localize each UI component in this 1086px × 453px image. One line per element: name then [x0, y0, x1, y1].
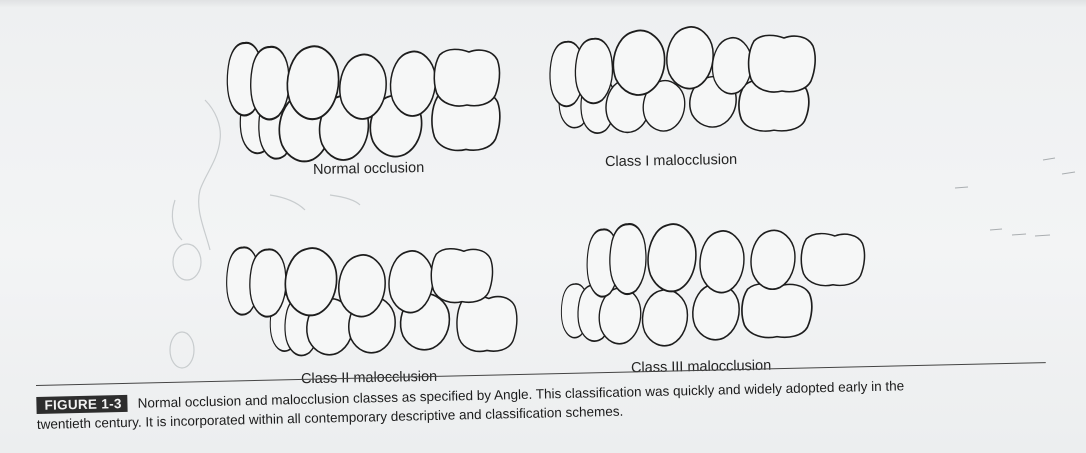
class-1-malocclusion-label: Class I malocclusion — [605, 152, 737, 170]
figure-number-badge: FIGURE 1-3 — [36, 395, 128, 414]
normal-occlusion-drawing — [227, 43, 500, 162]
class-1-malocclusion-drawing — [550, 27, 815, 133]
class-3-malocclusion-drawing — [561, 224, 864, 346]
normal-occlusion-label: Normal occlusion — [313, 160, 424, 178]
class-2-malocclusion-drawing — [227, 247, 517, 355]
margin-marks — [955, 158, 1075, 236]
class-3-malocclusion-label: Class III malocclusion — [631, 358, 771, 376]
